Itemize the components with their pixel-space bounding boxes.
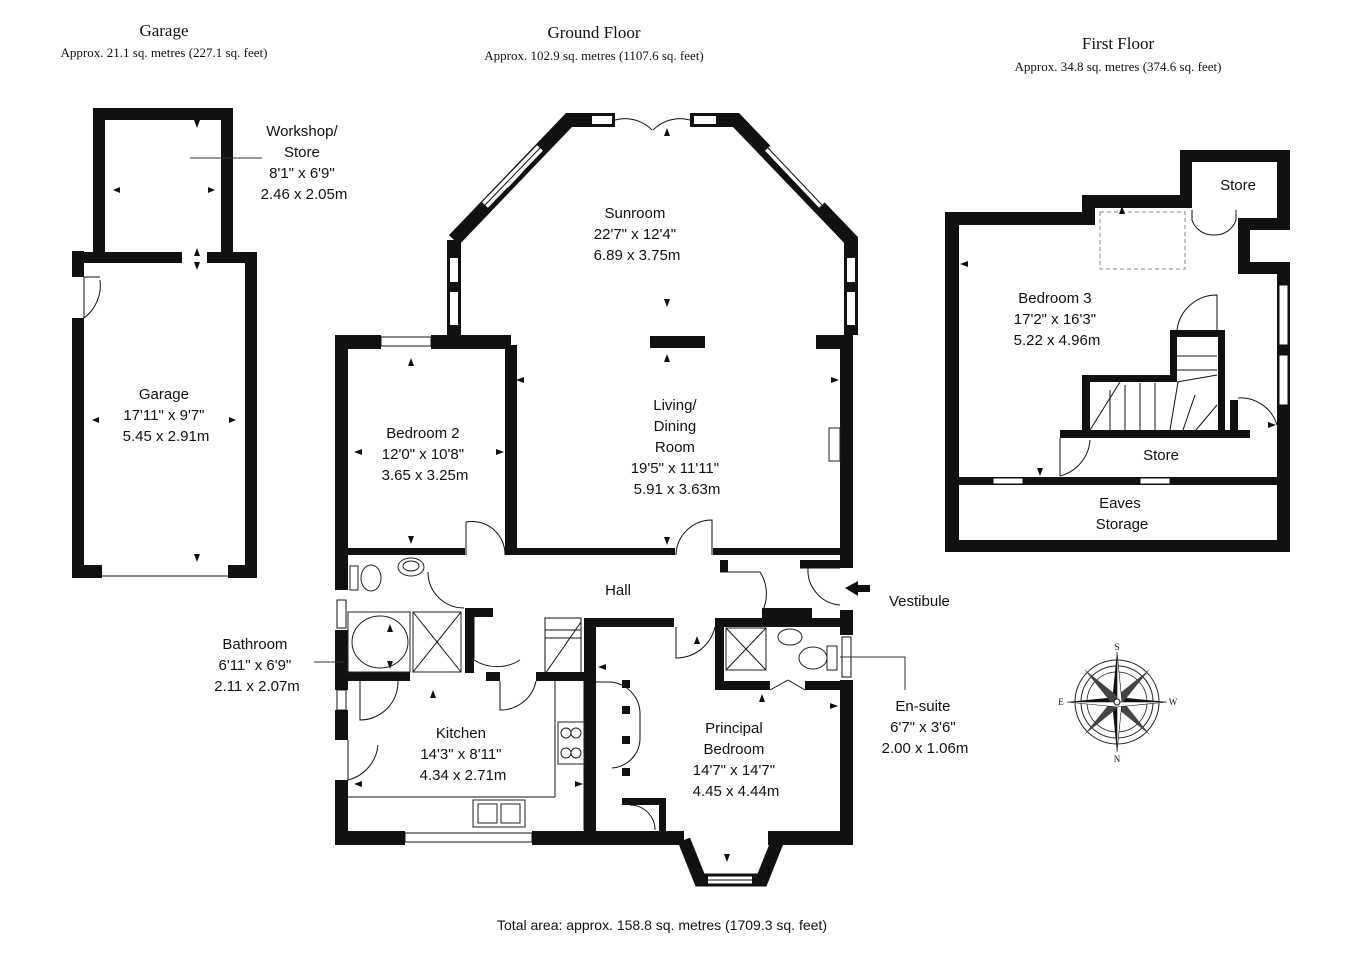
garage-label: Garage 17'11" x 9'7" 5.45 x 2.91m bbox=[123, 386, 210, 445]
eaves-name-2: Storage bbox=[1096, 516, 1149, 533]
compass-s-label: S bbox=[1114, 642, 1119, 652]
bedroom3-metric: 5.22 x 4.96m bbox=[1014, 332, 1101, 349]
living-imperial: 19'5" x 11'11" bbox=[631, 460, 719, 477]
ensuite-metric: 2.00 x 1.06m bbox=[882, 740, 969, 757]
first-floor-title: First Floor bbox=[1082, 34, 1155, 53]
bathroom-metric: 2.11 x 2.07m bbox=[214, 678, 300, 695]
ensuite-label: En-suite 6'7" x 3'6" 2.00 x 1.06m bbox=[882, 698, 969, 757]
bedroom3-imperial: 17'2" x 16'3" bbox=[1014, 311, 1096, 328]
sunroom-imperial: 22'7" x 12'4" bbox=[594, 226, 676, 243]
garage-imperial: 17'11" x 9'7" bbox=[123, 407, 204, 424]
compass-e-label: E bbox=[1058, 697, 1064, 707]
bedroom3-label: Bedroom 3 17'2" x 16'3" 5.22 x 4.96m bbox=[1014, 290, 1101, 349]
bedroom2-metric: 3.65 x 3.25m bbox=[382, 467, 469, 484]
workshop-name-2: Store bbox=[284, 144, 320, 161]
ground-floor-area: Approx. 102.9 sq. metres (1107.6 sq. fee… bbox=[484, 48, 703, 63]
garage-name: Garage bbox=[139, 386, 189, 403]
ensuite-name: En-suite bbox=[895, 698, 950, 715]
workshop-imperial: 8'1" x 6'9" bbox=[269, 165, 335, 182]
principal-imperial: 14'7" x 14'7" bbox=[693, 762, 775, 779]
principal-name-2: Bedroom bbox=[703, 741, 764, 758]
living-label: Living/ Dining Room 19'5" x 11'11" 5.91 … bbox=[631, 397, 724, 498]
bathroom-label: Bathroom 6'11" x 6'9" 2.11 x 2.07m bbox=[214, 636, 300, 695]
bedroom3-name: Bedroom 3 bbox=[1018, 290, 1091, 307]
workshop-metric: 2.46 x 2.05m bbox=[261, 186, 348, 203]
bathroom-fixtures bbox=[347, 557, 462, 673]
workshop-label: Workshop/ Store 8'1" x 6'9" 2.46 x 2.05m bbox=[261, 123, 348, 203]
ensuite-leader-line bbox=[840, 656, 906, 690]
kitchen-name: Kitchen bbox=[436, 725, 486, 742]
bedroom2-imperial: 12'0" x 10'8" bbox=[382, 446, 464, 463]
kitchen-imperial: 14'3" x 8'11" bbox=[420, 746, 501, 763]
ensuite-fixtures bbox=[725, 627, 838, 671]
bedroom2-label: Bedroom 2 12'0" x 10'8" 3.65 x 3.25m bbox=[382, 425, 469, 484]
garage-metric: 5.45 x 2.91m bbox=[123, 428, 210, 445]
compass-w-label: W bbox=[1169, 697, 1178, 707]
workshop-name-1: Workshop/ bbox=[266, 123, 338, 140]
hall-label: Hall bbox=[605, 582, 631, 599]
sunroom-label: Sunroom 22'7" x 12'4" 6.89 x 3.75m bbox=[594, 205, 681, 264]
living-metric: 5.91 x 3.63m bbox=[634, 481, 721, 498]
ground-floor-title: Ground Floor bbox=[547, 23, 640, 42]
eaves-label: Eaves Storage bbox=[1096, 495, 1149, 533]
kitchen-metric: 4.34 x 2.71m bbox=[420, 767, 507, 784]
fireplace bbox=[828, 427, 841, 462]
bathroom-imperial: 6'11" x 6'9" bbox=[219, 657, 292, 674]
bathroom-name: Bathroom bbox=[222, 636, 287, 653]
first-floor-walls bbox=[945, 150, 1290, 552]
first-floor-area: Approx. 34.8 sq. metres (374.6 sq. feet) bbox=[1015, 59, 1222, 74]
first-floor-markers bbox=[960, 206, 1276, 476]
garage-section-title: Garage bbox=[139, 21, 188, 40]
ground-floor-walls bbox=[335, 113, 858, 887]
store-top-label: Store bbox=[1220, 177, 1256, 194]
compass-rose-icon: S N E W bbox=[1058, 642, 1178, 764]
eaves-name-1: Eaves bbox=[1099, 495, 1141, 512]
sunroom-name: Sunroom bbox=[604, 205, 665, 222]
principal-metric: 4.45 x 4.44m bbox=[693, 783, 780, 800]
sunroom-metric: 6.89 x 3.75m bbox=[594, 247, 681, 264]
garage-building bbox=[72, 108, 257, 578]
principal-bedroom-label: Principal Bedroom 14'7" x 14'7" 4.45 x 4… bbox=[693, 720, 780, 800]
principal-name-1: Principal bbox=[705, 720, 763, 737]
ensuite-imperial: 6'7" x 3'6" bbox=[890, 719, 956, 736]
bedroom2-name: Bedroom 2 bbox=[386, 425, 459, 442]
total-area: Total area: approx. 158.8 sq. metres (17… bbox=[497, 917, 827, 933]
kitchen-fixtures bbox=[472, 721, 585, 828]
living-name-1: Living/ bbox=[653, 397, 697, 414]
kitchen-label: Kitchen 14'3" x 8'11" 4.34 x 2.71m bbox=[420, 725, 507, 784]
living-name-3: Room bbox=[655, 439, 695, 456]
compass-n-label: N bbox=[1114, 754, 1121, 764]
store-low-label: Store bbox=[1143, 447, 1179, 464]
vestibule-label: Vestibule bbox=[889, 593, 950, 610]
ground-floor-markers bbox=[354, 128, 870, 862]
living-name-2: Dining bbox=[654, 418, 697, 435]
garage-section-area: Approx. 21.1 sq. metres (227.1 sq. feet) bbox=[61, 45, 268, 60]
